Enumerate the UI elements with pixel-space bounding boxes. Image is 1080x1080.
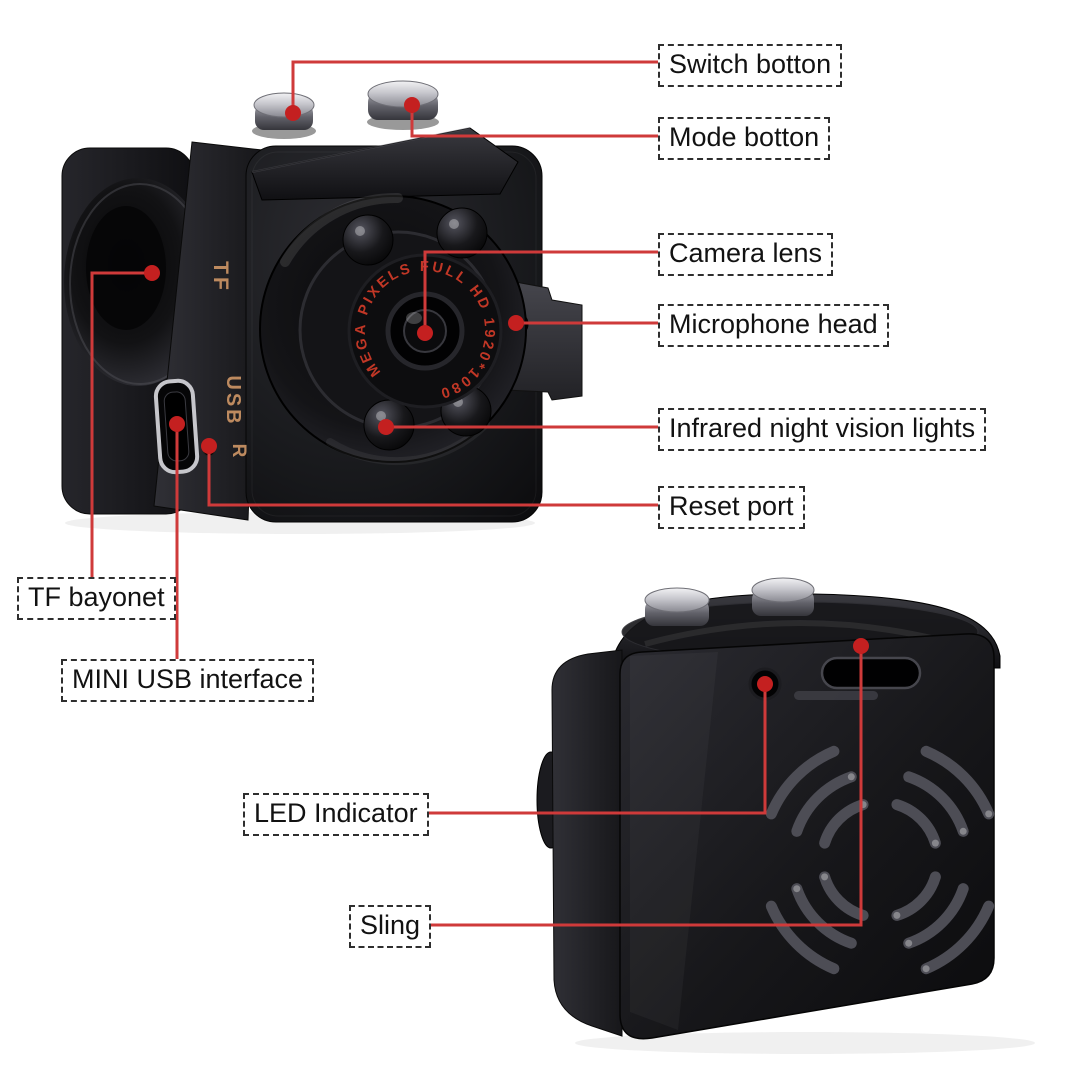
- leader-tf-bayonet: [90, 271, 152, 579]
- leader-sling: [430, 646, 863, 927]
- leader-camera-lens: [423, 250, 660, 333]
- ir-led-top-right: [436, 207, 488, 259]
- mini-usb-port: [153, 378, 200, 475]
- marker-mini-usb: [169, 416, 185, 432]
- label-mini-usb-interface: MINI USB interface: [61, 659, 315, 703]
- back-camera-illustration: [536, 577, 1035, 1054]
- label-sling: Sling: [349, 905, 432, 949]
- leader-led-indicator: [427, 684, 767, 815]
- marker-sling: [853, 638, 869, 654]
- reset-marking: R: [228, 444, 249, 461]
- marker-led-indicator: [757, 676, 773, 692]
- leader-mode-button: [410, 105, 660, 138]
- marker-switch-button: [285, 105, 301, 121]
- marker-microphone-head: [508, 315, 524, 331]
- label-microphone-head: Microphone head: [658, 304, 889, 348]
- leader-lines: [90, 60, 869, 927]
- ir-led-top-left: [342, 214, 394, 266]
- back-camera-shadow: [575, 1032, 1035, 1054]
- leader-switch-button: [291, 60, 660, 113]
- label-reset-port: Reset port: [658, 486, 805, 530]
- marker-reset-port: [201, 438, 217, 454]
- tf-slot-marking: TF: [209, 261, 232, 293]
- label-led-indicator: LED Indicator: [243, 793, 429, 837]
- label-infrared-lights: Infrared night vision lights: [658, 408, 987, 452]
- label-tf-bayonet: TF bayonet: [17, 577, 176, 621]
- label-mode-button: Mode botton: [658, 117, 831, 161]
- marker-mode-button: [404, 97, 420, 113]
- leader-reset-port: [207, 446, 660, 507]
- marker-tf-bayonet: [144, 265, 160, 281]
- marker-infrared-lights: [378, 419, 394, 435]
- front-camera-illustration: MEGA PIXELS FULL HD 1920*1080 TF USB R: [61, 80, 583, 534]
- infrared-leds: [342, 207, 492, 451]
- label-switch-button: Switch botton: [658, 44, 843, 88]
- back-face: [619, 633, 995, 1040]
- back-side-face: [551, 649, 623, 1037]
- sling-slot: [820, 656, 922, 690]
- usb-port-marking: USB: [222, 375, 244, 426]
- label-camera-lens: Camera lens: [658, 233, 834, 277]
- marker-camera-lens: [417, 325, 433, 341]
